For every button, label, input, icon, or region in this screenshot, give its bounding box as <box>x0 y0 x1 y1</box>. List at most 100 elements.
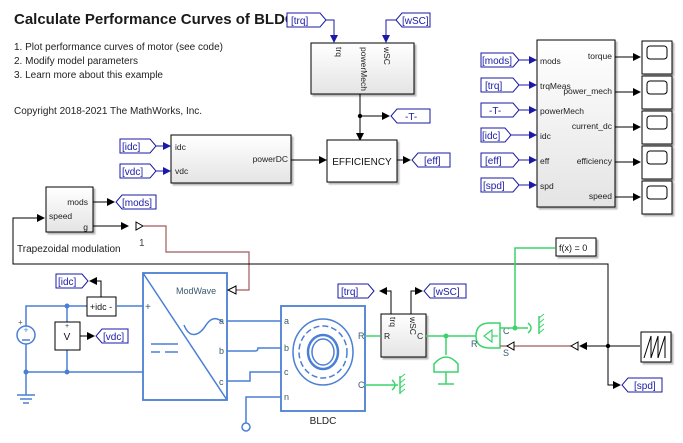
voltage-sensor[interactable]: + V <box>54 321 81 351</box>
scopes <box>615 40 673 215</box>
svg-text:[idc]: [idc] <box>58 277 77 288</box>
svg-text:trq: trq <box>388 317 398 327</box>
port-trq: trq <box>334 47 344 57</box>
goto-tag-mods[interactable]: [mods] <box>115 194 157 210</box>
port-powermech: powerMech <box>359 47 369 91</box>
port-number: 1 <box>139 238 145 249</box>
svg-text:C: C <box>503 326 510 336</box>
link-modify-params[interactable]: 2. Modify model parameters <box>14 56 138 67</box>
from-tag-vdc[interactable]: [vdc] <box>119 163 157 179</box>
from-tag-mods-log[interactable]: [mods] <box>480 52 520 68</box>
svg-text:idc: idc <box>175 142 187 152</box>
svg-text:[mods]: [mods] <box>482 56 512 67</box>
svg-text:b: b <box>219 346 224 356</box>
sawtooth-source[interactable] <box>640 331 672 363</box>
scope-torque[interactable] <box>615 40 673 75</box>
scope-power-mech[interactable] <box>615 75 673 110</box>
goto-tag-wsc[interactable]: [wSC] <box>423 283 467 299</box>
link-learn-more[interactable]: 3. Learn more about this example <box>14 70 163 81</box>
mech-reference-icon-2 <box>527 313 545 334</box>
from-tag-idc[interactable]: [idc] <box>119 138 157 154</box>
svg-text:powerDC: powerDC <box>253 154 288 164</box>
model-title: Calculate Performance Curves of BLDC <box>14 11 296 28</box>
svg-text:wSC: wSC <box>408 316 418 335</box>
from-tag-trq-top[interactable]: [trq] <box>286 12 327 28</box>
svg-text:current_dc: current_dc <box>572 121 613 131</box>
svg-text:ModWave: ModWave <box>176 286 216 296</box>
svg-text:b: b <box>284 343 289 353</box>
torque-speed-sensor[interactable]: trq wSC R C <box>380 313 427 358</box>
power-dc-block[interactable]: idc vdc powerDC <box>170 134 292 184</box>
scope-speed[interactable] <box>615 180 673 215</box>
current-sensor[interactable]: +idc - <box>86 296 117 317</box>
svg-text:power_mech: power_mech <box>563 86 612 96</box>
svg-text:mods: mods <box>540 56 561 66</box>
svg-text:C: C <box>417 331 423 341</box>
logging-input-tags: [mods] [trq] -T- [idc] [eff] [spd] <box>480 52 537 193</box>
goto-tag-vdc[interactable]: [vdc] <box>95 328 129 344</box>
svg-text:idc: idc <box>540 131 552 141</box>
goto-tag-trq[interactable]: [trq] <box>337 283 375 299</box>
svg-text:c: c <box>284 367 289 377</box>
link-plot-curves[interactable]: 1. Plot performance curves of motor (see… <box>14 42 223 53</box>
svg-text:torque: torque <box>588 51 612 61</box>
inertia-icon <box>433 356 459 385</box>
solver-configuration[interactable]: f(x) = 0 <box>555 237 597 257</box>
svg-text:g: g <box>83 222 88 232</box>
svg-text:[spd]: [spd] <box>483 181 505 192</box>
goto-tag-eff[interactable]: [eff] <box>411 152 451 168</box>
wire-wsc <box>382 19 396 43</box>
from-tag-trq-log[interactable]: [trq] <box>480 77 520 93</box>
svg-text:[spd]: [spd] <box>634 381 656 392</box>
svg-text:[trq]: [trq] <box>341 287 358 298</box>
svg-text:R: R <box>384 331 390 341</box>
svg-text:[idc]: [idc] <box>482 131 501 142</box>
from-tag-wsc-top[interactable]: [wSC] <box>395 12 431 28</box>
svg-text:powerMech: powerMech <box>540 106 584 116</box>
outport-g[interactable] <box>135 221 145 231</box>
svg-text:-T-: -T- <box>405 112 417 123</box>
svg-text:[eff]: [eff] <box>424 156 441 167</box>
from-tag-eff-log[interactable]: [eff] <box>480 152 520 168</box>
from-tag-idc-log[interactable]: [idc] <box>480 127 512 143</box>
trapezoidal-modulation-block[interactable]: mods speed g <box>45 186 94 233</box>
svg-text:[vdc]: [vdc] <box>103 332 124 343</box>
goto-tag-idc[interactable]: [idc] <box>55 273 89 289</box>
svg-text:-T-: -T- <box>489 106 501 117</box>
svg-text:C: C <box>358 380 365 390</box>
svg-text:[idc]: [idc] <box>122 142 141 153</box>
svg-text:+: + <box>18 318 23 327</box>
svg-text:+: + <box>65 323 69 330</box>
svg-text:[mods]: [mods] <box>122 198 152 209</box>
scope-current-dc[interactable] <box>615 110 673 145</box>
svg-text:+idc -: +idc - <box>90 302 112 312</box>
from-tag-t-log[interactable]: -T- <box>480 102 520 118</box>
converter-block[interactable]: + ModWave a b c <box>142 272 228 401</box>
svg-text:eff: eff <box>540 156 550 166</box>
svg-text:[eff]: [eff] <box>485 156 502 167</box>
ideal-speed-source[interactable]: R C S <box>471 322 510 358</box>
svg-text:[wSC]: [wSC] <box>402 16 429 27</box>
wire-speed-feedback <box>12 214 609 346</box>
svg-text:trqMeas: trqMeas <box>540 81 571 91</box>
modulation-caption: Trapezoidal modulation <box>17 244 121 255</box>
ground-icon <box>17 394 35 404</box>
wire-trq <box>326 19 338 43</box>
svg-text:speed: speed <box>589 191 612 201</box>
goto-tag-spd[interactable]: [spd] <box>621 377 663 393</box>
svg-text:S: S <box>503 348 509 358</box>
svg-text:R: R <box>471 339 478 349</box>
from-tag-spd-log[interactable]: [spd] <box>480 177 520 193</box>
efficiency-block[interactable]: EFFICIENCY <box>326 139 398 183</box>
goto-tag-t[interactable]: -T- <box>390 108 431 124</box>
bldc-motor-block[interactable]: a b c n R C <box>280 305 366 412</box>
logging-block[interactable]: mods trqMeas powerMech idc eff spd torqu… <box>536 39 616 208</box>
svg-text:n: n <box>284 392 289 402</box>
scope-efficiency[interactable] <box>615 145 673 180</box>
svg-text:a: a <box>284 316 289 326</box>
svg-text:+: + <box>23 325 28 335</box>
power-mech-block[interactable]: trq powerMech wSC <box>310 42 415 95</box>
svg-text:[trq]: [trq] <box>485 81 502 92</box>
svg-text:[wSC]: [wSC] <box>433 287 460 298</box>
neutral-port[interactable] <box>241 422 251 432</box>
